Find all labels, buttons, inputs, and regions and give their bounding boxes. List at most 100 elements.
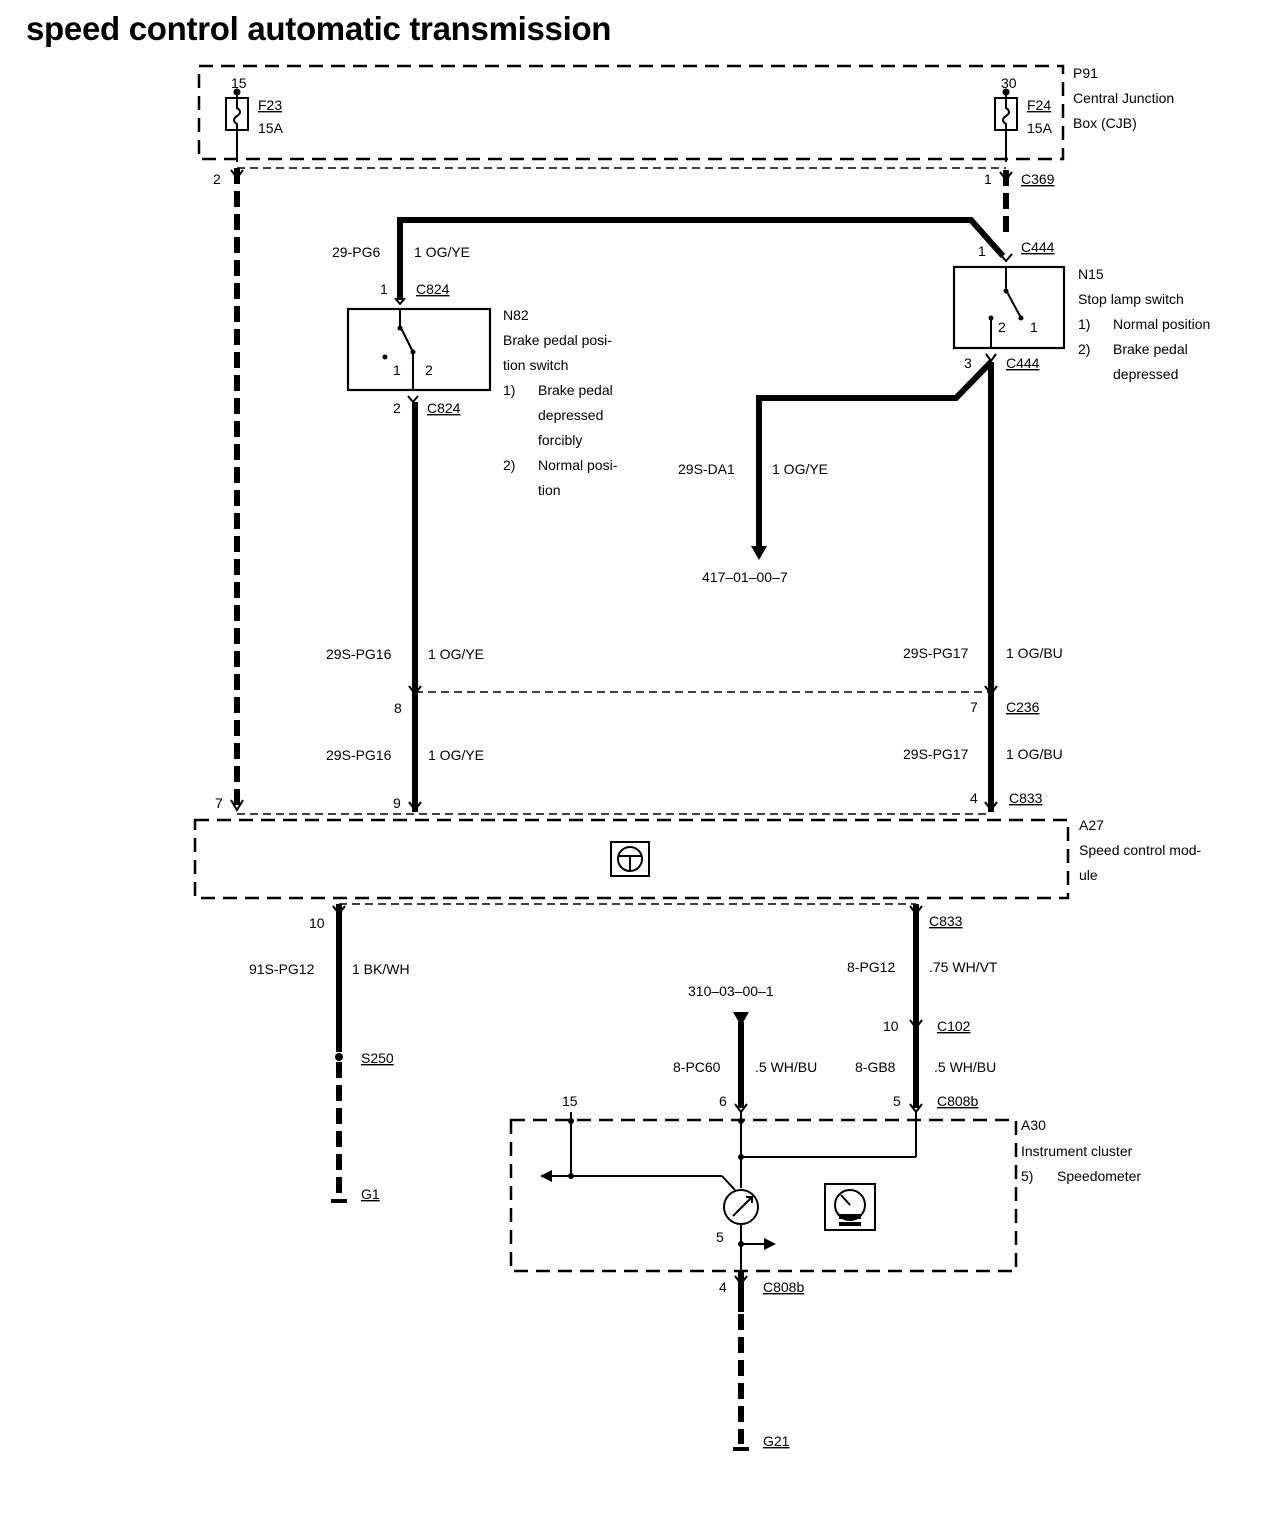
n82-conn-top: C824 — [416, 281, 450, 297]
speedo-pin5: 5 — [716, 1229, 724, 1245]
n15-conn-bottom: C444 — [1006, 355, 1040, 371]
a30-desc-1: Instrument cluster — [1021, 1143, 1133, 1159]
cjb-desc-1: Central Junction — [1073, 90, 1174, 106]
wire-29-pg6-spec: 1 OG/YE — [414, 244, 470, 260]
arrow-icon — [764, 1238, 776, 1250]
connector-c833-top: C833 — [1009, 790, 1043, 806]
n82-note-2: 2) — [503, 457, 515, 473]
stop-lamp-switch: 1 C444 2 1 3 C444 N15 Stop lamp switch 1… — [952, 239, 1210, 382]
a30-note-5: 5) — [1021, 1168, 1033, 1184]
ground-g21: G21 — [763, 1433, 790, 1449]
fuse-f23-rating: 15A — [258, 120, 284, 136]
n82-conn-bottom: C824 — [427, 400, 461, 416]
wire-pg16a-spec: 1 OG/YE — [428, 646, 484, 662]
n82-pin-bottom: 2 — [393, 400, 401, 416]
n15-note-1a: Normal position — [1113, 316, 1210, 332]
n15-pin-bottom: 3 — [964, 355, 972, 371]
fuse-f23-pin: 15 — [231, 75, 247, 91]
n15-pos1: 1 — [1030, 319, 1038, 335]
connector-c833-bottom: C833 — [929, 913, 963, 929]
arrow-icon — [540, 1170, 552, 1182]
wire-gb8-code: 8-GB8 — [855, 1059, 896, 1075]
wire-pg17b-code: 29S-PG17 — [903, 746, 969, 762]
c833-pin4: 4 — [970, 790, 978, 806]
cjb-boundary — [197, 64, 1065, 161]
c102-pin: 10 — [883, 1018, 899, 1034]
speedometer-gauge — [723, 1189, 759, 1225]
wire-pg12b-spec: .75 WH/VT — [929, 959, 998, 975]
wire-pg17a-spec: 1 OG/BU — [1006, 645, 1063, 661]
pin-7-label: 7 — [215, 795, 223, 811]
fuse-f24-out-pin: 1 — [984, 171, 992, 187]
n82-note-1a: Brake pedal — [538, 382, 613, 398]
fuse-icon — [994, 97, 1018, 131]
fuse-f24-rating: 15A — [1027, 120, 1053, 136]
n82-note-2a: Normal posi- — [538, 457, 618, 473]
n82-desc-2: tion switch — [503, 357, 568, 373]
n15-pin-top: 1 — [978, 243, 986, 259]
wire-pg17b-spec: 1 OG/BU — [1006, 746, 1063, 762]
connector-c808b-top: C808b — [937, 1093, 978, 1109]
central-junction-box: P91 Central Junction Box (CJB) 15 F23 15… — [197, 64, 1174, 187]
pin-10-a27: 10 — [309, 915, 325, 931]
fuse-f24-name: F24 — [1027, 97, 1051, 113]
cjb-ref: P91 — [1073, 65, 1098, 81]
n82-pos1: 1 — [393, 362, 401, 378]
splice-s250-label: S250 — [361, 1050, 394, 1066]
speed-control-module: A27 Speed control mod- ule — [193, 817, 1202, 900]
n82-note-1b: depressed — [538, 407, 603, 423]
a30-note-5a: Speedometer — [1057, 1168, 1141, 1184]
wire-29-pg6-code: 29-PG6 — [332, 244, 380, 260]
wire-29s-da1-spec: 1 OG/YE — [772, 461, 828, 477]
wire-29-pg6 — [397, 217, 1006, 300]
instrument-cluster: A30 Instrument cluster 5) Speedometer 15… — [509, 1093, 1141, 1278]
a27-boundary — [193, 818, 1070, 900]
n82-box — [346, 307, 492, 392]
n15-note-2a: Brake pedal — [1113, 341, 1188, 357]
a27-desc-1: Speed control mod- — [1079, 842, 1202, 858]
n82-pin-top: 1 — [380, 281, 388, 297]
cluster-pin15: 15 — [562, 1093, 578, 1109]
n15-desc-1: Stop lamp switch — [1078, 291, 1184, 307]
splice-s250 — [335, 1053, 343, 1061]
fuse-f23-name: F23 — [258, 97, 282, 113]
c808b-pin5: 5 — [893, 1093, 901, 1109]
n15-ref: N15 — [1078, 266, 1104, 282]
fuse-f23-out-pin: 2 — [213, 171, 221, 187]
wire-pg16b-spec: 1 OG/YE — [428, 747, 484, 763]
a30-ref: A30 — [1021, 1117, 1046, 1133]
c808b-pin6: 6 — [719, 1093, 727, 1109]
connector-c808b-bottom: C808b — [763, 1279, 804, 1295]
a30-boundary — [509, 1118, 1018, 1273]
n15-note-2: 2) — [1078, 341, 1090, 357]
n82-note-1c: forcibly — [538, 432, 582, 448]
wire-29s-da1-code: 29S-DA1 — [678, 461, 735, 477]
n15-conn-top: C444 — [1021, 239, 1055, 255]
c236-pin-right: 7 — [970, 699, 978, 715]
c808b-pin4: 4 — [719, 1279, 727, 1295]
n15-pos2: 2 — [998, 319, 1006, 335]
wire-pg16a-code: 29S-PG16 — [326, 646, 392, 662]
wire-gb8-spec: .5 WH/BU — [934, 1059, 996, 1075]
n82-desc-1: Brake pedal posi- — [503, 332, 612, 348]
arrow-icon — [733, 1012, 749, 1026]
arrow-icon — [751, 546, 767, 560]
a27-desc-2: ule — [1079, 867, 1098, 883]
wire-pg12a-spec: 1 BK/WH — [352, 961, 410, 977]
connector-c102: C102 — [937, 1018, 971, 1034]
wire-pc60-code: 8-PC60 — [673, 1059, 721, 1075]
wire-29s-da1 — [756, 359, 994, 548]
speedometer-icon — [824, 1183, 876, 1231]
n15-note-2b: depressed — [1113, 366, 1178, 382]
n82-note-2b: tion — [538, 482, 561, 498]
c236-pin-left: 8 — [394, 700, 402, 716]
n15-note-1: 1) — [1078, 316, 1090, 332]
fuse-icon — [225, 97, 249, 131]
n82-ref: N82 — [503, 307, 529, 323]
wire-pc60-spec: .5 WH/BU — [755, 1059, 817, 1075]
steering-wheel-icon — [610, 841, 650, 877]
connector-c369: C369 — [1021, 171, 1055, 187]
wire-pg17a-code: 29S-PG17 — [903, 645, 969, 661]
page-title: speed control automatic transmission — [26, 10, 612, 47]
